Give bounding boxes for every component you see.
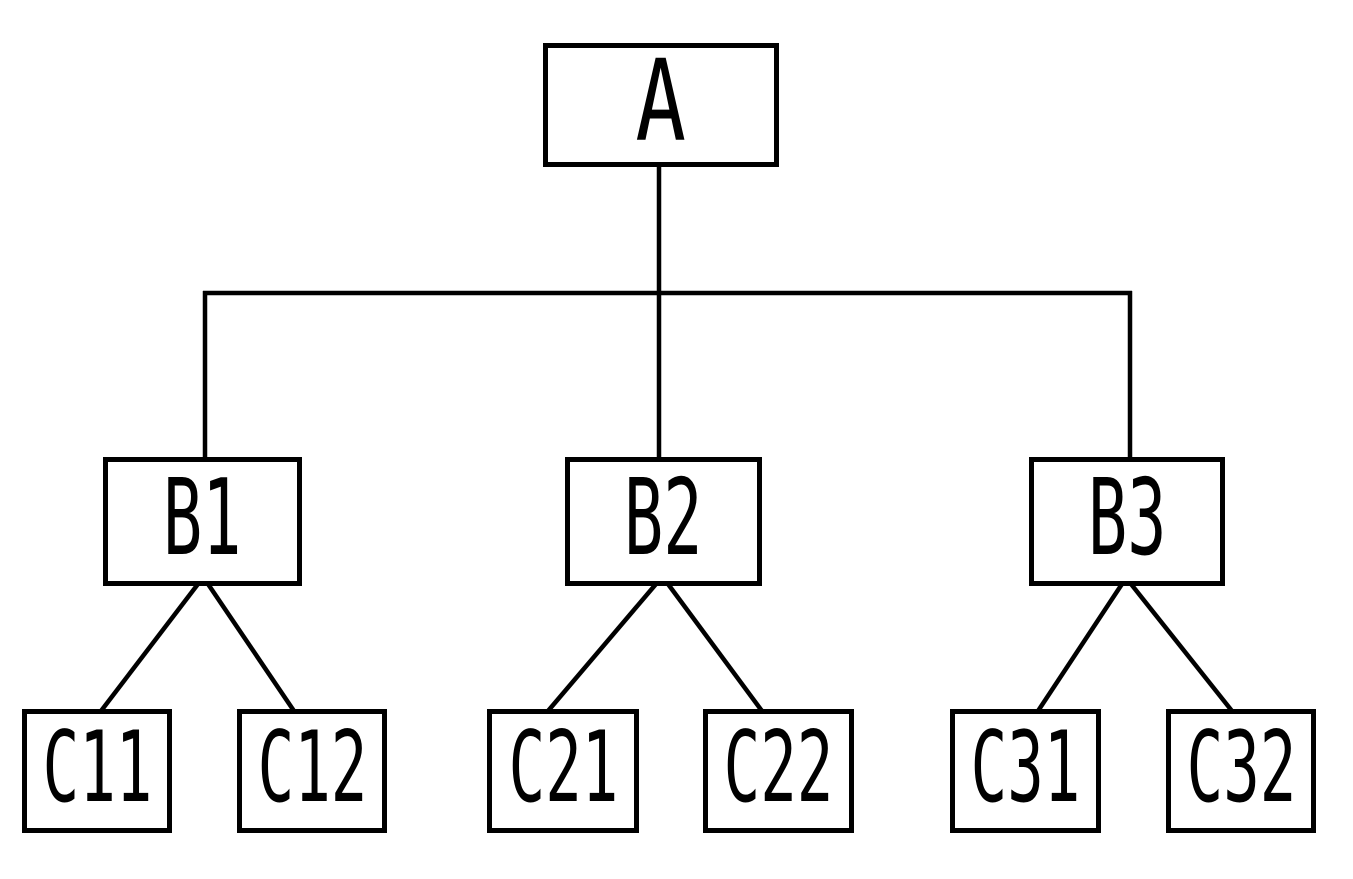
node-c11-label: C11 [42, 711, 152, 825]
edge-b1-c11-line [99, 582, 200, 713]
edge-b1-c12-line [206, 582, 296, 713]
node-b2: B2 [565, 457, 762, 586]
node-c21-label: C21 [508, 711, 618, 825]
node-c11: C11 [22, 709, 172, 833]
node-b2-label: B2 [624, 457, 703, 579]
node-c22: C22 [703, 709, 854, 833]
node-b1: B1 [103, 457, 302, 586]
edge-b2-c22-line [666, 582, 764, 713]
node-c12: C12 [237, 709, 387, 833]
edge-b3-c32-line [1129, 582, 1234, 713]
node-b3: B3 [1029, 457, 1225, 586]
node-b1-label: B1 [163, 457, 242, 579]
node-c32-label: C32 [1186, 711, 1296, 825]
node-c31-label: C31 [970, 711, 1081, 825]
node-c32: C32 [1166, 709, 1316, 833]
node-a: A [543, 43, 779, 167]
node-c31: C31 [950, 709, 1101, 833]
node-a-label: A [635, 37, 687, 167]
node-c22-label: C22 [723, 711, 834, 825]
node-c21: C21 [487, 709, 639, 833]
node-c12-label: C12 [257, 711, 367, 825]
edge-b2-c21-line [546, 582, 658, 713]
node-b3-label: B3 [1087, 457, 1167, 579]
edge-b3-c31-line [1036, 582, 1124, 713]
